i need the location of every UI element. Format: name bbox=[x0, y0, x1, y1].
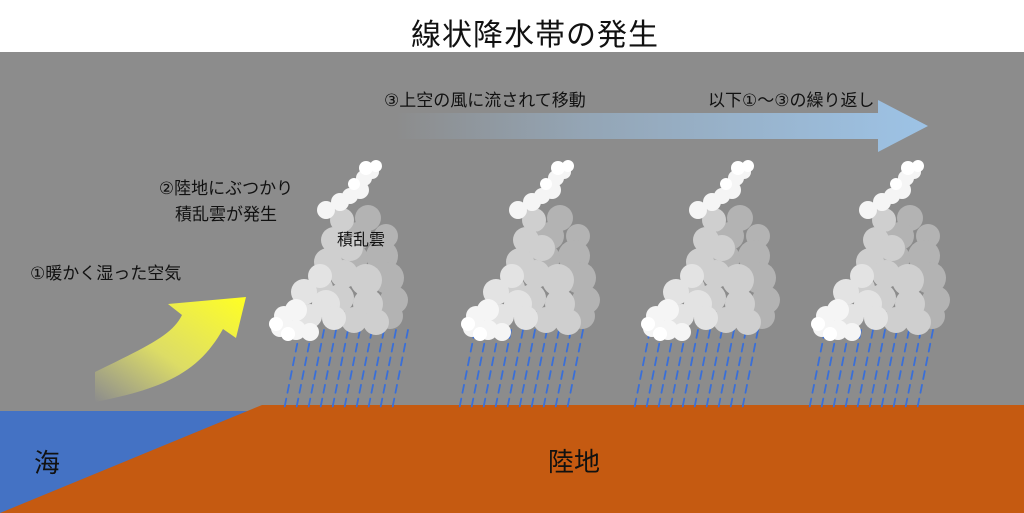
step1-label: ①暖かく湿った空気 bbox=[30, 264, 181, 284]
warm-air-arrow-icon bbox=[95, 297, 246, 402]
step3-label: ③上空の風に流されて移動 bbox=[384, 91, 586, 111]
land bbox=[0, 405, 1024, 513]
step2-label-line1: ②陸地にぶつかり bbox=[159, 179, 293, 199]
cloud-label: 積乱雲 bbox=[337, 230, 385, 249]
wind-arrow-icon bbox=[395, 100, 928, 152]
sea-label: 海 bbox=[34, 449, 60, 479]
step2-label-line2: 積乱雲が発生 bbox=[175, 205, 277, 225]
land-label: 陸地 bbox=[548, 448, 600, 478]
diagram-title: 線状降水帯の発生 bbox=[411, 18, 659, 53]
repeat-label: 以下①～③の繰り返し bbox=[708, 91, 874, 111]
scene: ③上空の風に流されて移動 以下①～③の繰り返し ②陸地にぶつかり 積乱雲が発生 … bbox=[0, 52, 1024, 513]
